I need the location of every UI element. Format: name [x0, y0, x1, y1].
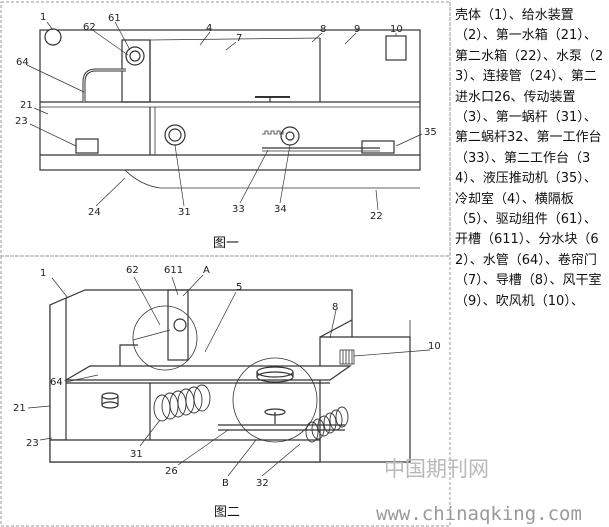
fig1-label: 33: [232, 204, 245, 215]
fig1-label: 22: [370, 211, 383, 222]
fig2-label: 8: [332, 302, 338, 313]
figure-2-labels: 1 62 611 A 5 8 10 64 21 23 31 26 B 32 图二: [13, 265, 441, 520]
watermark-url: www.chinaqking.com: [376, 503, 582, 525]
fig1-label: 62: [83, 22, 96, 33]
watermark-cn: 中国期刊网: [384, 457, 489, 481]
fig2-label: 31: [130, 449, 143, 460]
fig1-label: 34: [274, 204, 287, 215]
fig2-label: 1: [40, 268, 46, 279]
fig2-label: 21: [13, 403, 26, 414]
figure-1-drawing: [26, 21, 423, 211]
fig1-label: 7: [236, 33, 242, 44]
fig2-label: 32: [256, 478, 269, 489]
fig2-label: 5: [236, 282, 242, 293]
figure-2-drawing: [27, 274, 431, 477]
fig1-label: 61: [108, 13, 121, 24]
fig1-label: 35: [424, 127, 437, 138]
fig1-label: 4: [206, 23, 212, 34]
fig1-label: 24: [88, 207, 101, 218]
fig1-label: 23: [15, 116, 28, 127]
figure-1-labels: 1 61 62 4 7 8 9 10 64 21 23 35 31 33 34 …: [15, 12, 437, 251]
fig1-caption: 图一: [213, 236, 239, 251]
legend-text: 壳体（1）、给水装置（2）、第一水箱（21）、第二水箱（22）、水泵（23）、连…: [455, 8, 604, 309]
fig2-caption: 图二: [214, 505, 240, 520]
fig1-label: 1: [40, 12, 46, 23]
fig2-label: 23: [26, 438, 39, 449]
fig1-label: 9: [354, 24, 360, 35]
fig1-label: 64: [16, 57, 29, 68]
fig2-label: A: [203, 265, 210, 276]
fig1-label: 8: [320, 24, 326, 35]
fig2-label: 64: [50, 377, 63, 388]
fig2-label: 62: [126, 265, 139, 276]
fig2-label: 611: [164, 265, 183, 276]
fig1-label: 21: [20, 100, 33, 111]
fig1-label: 31: [178, 207, 191, 218]
fig1-label: 10: [390, 24, 403, 35]
fig2-label: 10: [428, 341, 441, 352]
fig2-label: B: [222, 478, 229, 489]
fig2-label: 26: [165, 466, 178, 477]
figure-frames: [0, 1, 451, 527]
